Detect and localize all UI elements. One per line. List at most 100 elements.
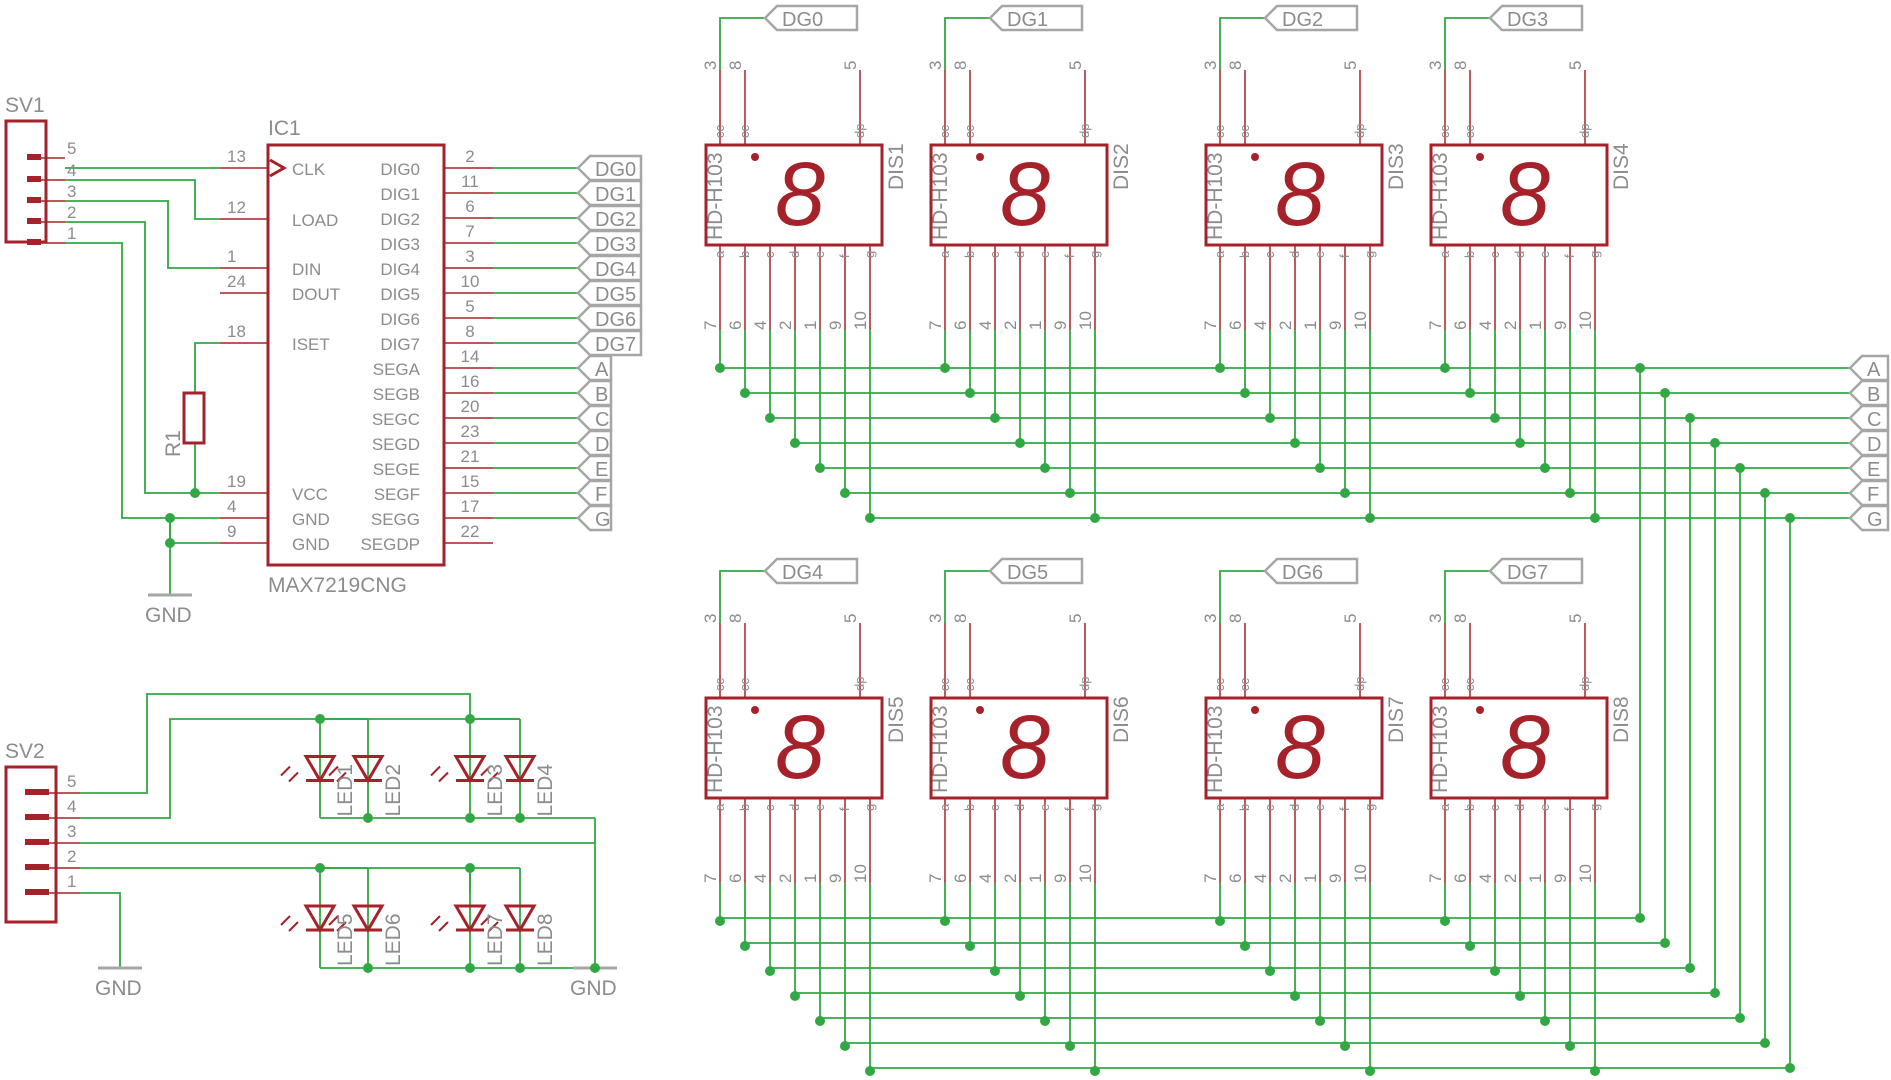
junction-dot [840,1041,850,1051]
ic-net-tag-dg2: DG2 [595,209,636,231]
junction-dot [1040,463,1050,473]
display-bottom-pin-number: 2 [1501,321,1520,330]
ic-net-tag-dg3-flag [576,229,643,257]
ic-net-tag-dg5-flag [576,279,643,307]
display-dp-dot [976,153,984,161]
bus-tag-g-flag [1848,504,1890,532]
junction-dot [715,916,725,926]
display-bottom-pin-number: 9 [1051,321,1070,330]
display-bottom-pin-number: 1 [801,321,820,330]
sv1-pin-number: 5 [67,139,76,158]
display-bottom-pin-label: f [837,807,852,811]
display-top-pin-label: cc [1212,125,1227,139]
junction-dot [1785,1063,1795,1073]
ic1-right-pin-name: DIG7 [380,335,420,354]
display-bottom-pin-label: g [1087,804,1102,811]
display-ref: DIS6 [1110,696,1133,743]
r1-label: R1 [162,430,185,457]
display-value: HD-H103 [1204,152,1227,240]
ic-net-tag-dg4: DG4 [595,259,636,281]
display-bottom-pin-number: 9 [1551,874,1570,883]
display-bottom-pin-number: 7 [926,874,945,883]
ic1-right-pin-name: SEGC [372,410,420,429]
junction-dot [1760,1038,1770,1048]
led-arrows [280,765,299,783]
display-top-pin-label: cc [1437,678,1452,692]
display-bottom-pin-label: b [737,251,752,258]
display-body [1204,143,1384,247]
junction-dot [1315,463,1325,473]
sv2-pin-number: 4 [67,797,76,816]
din-wire [65,200,220,269]
ic-net-tag-c-flag [576,404,613,432]
ic1-right-pin-number: 14 [461,347,480,366]
display-bottom-pin-label: e [1037,804,1052,811]
ic-net-tag-d: D [595,434,609,456]
ic-net-tag-dg0: DG0 [595,159,636,181]
junction-dot [1685,413,1695,423]
display-bottom-pin-label: g [1362,804,1377,811]
display-bottom-pin-number: 6 [726,321,745,330]
ic1-left-pin-number: 19 [227,472,246,491]
display-tag-dg5-flag [988,557,1084,585]
display-ref: DIS2 [1110,143,1133,190]
display-top-pin-number: 3 [1426,614,1445,623]
display-top-pin-label: cc [1462,125,1477,139]
display-bottom-pin-label: d [1012,251,1027,258]
sv2-gnd-wire [80,892,121,968]
junction-dot [465,963,475,973]
display-ref: DIS1 [885,143,908,190]
junction-dot [940,363,950,373]
display-bottom-pin-number: 2 [776,874,795,883]
display-bottom-pin-label: c [1487,804,1502,811]
junction-dot [1635,363,1645,373]
display-top-pin-label: cc [962,125,977,139]
display-top-pin-number: 8 [1226,614,1245,623]
ic1-left-pin-name: GND [292,535,330,554]
display-bottom-pin-number: 7 [1201,321,1220,330]
junction-dot [765,413,775,423]
display-bottom-pin-number: 9 [1326,321,1345,330]
junction-dot [865,1066,875,1076]
labels-layer: SV154321IC1MAX7219CNG13CLK12LOAD1DIN24DO… [5,4,1890,1000]
ic-net-tag-b-flag [576,379,613,407]
display-top-pin-label: dp [1352,677,1367,691]
bus-tag-d-flag [1848,429,1890,457]
junction-dot [1240,388,1250,398]
display-tag-dg5: DG5 [1007,562,1048,584]
display-dp-dot [1251,706,1259,714]
load-wire [65,179,220,220]
display-top-pin-label: cc [1237,678,1252,692]
display-value: HD-H103 [704,152,727,240]
led-anode-a-wire [80,693,471,794]
bus-tag-c-flag [1848,404,1890,432]
display-top-pin-number: 3 [701,61,720,70]
display-value: HD-H103 [1429,152,1452,240]
display-bottom-pin-number: 4 [751,874,770,883]
ic1-right-pin-name: SEGB [373,385,420,404]
display-top-pin-number: 5 [1341,61,1360,70]
junction-dot [1785,513,1795,523]
ic1-right-pin-number: 8 [465,322,474,341]
ic1-right-pin-number: 15 [461,472,480,491]
display-bottom-pin-label: d [787,804,802,811]
display-top-pin-label: dp [852,124,867,138]
led-label: LED2 [382,764,405,817]
bus-tag-b: B [1867,384,1880,406]
gnd-label-sv2: GND [95,977,142,1000]
display-bottom-pin-number: 2 [1276,321,1295,330]
display-bottom-pin-number: 9 [826,874,845,883]
display-ref: DIS3 [1385,143,1408,190]
display-tag-dg6: DG6 [1282,562,1323,584]
ic1-right-pin-number: 6 [465,197,474,216]
ic1-right-pin-name: SEGE [373,460,420,479]
display-bottom-pin-label: e [1312,804,1327,811]
junction-dot [190,488,200,498]
ic-net-tag-g-flag [576,504,613,532]
display-top-pin-number: 5 [1566,61,1585,70]
junction-dot [363,963,373,973]
bus-tag-e-flag [1848,454,1890,482]
junction-dot [815,1016,825,1026]
display-bottom-pin-number: 9 [1551,321,1570,330]
led-label: LED6 [382,913,405,966]
